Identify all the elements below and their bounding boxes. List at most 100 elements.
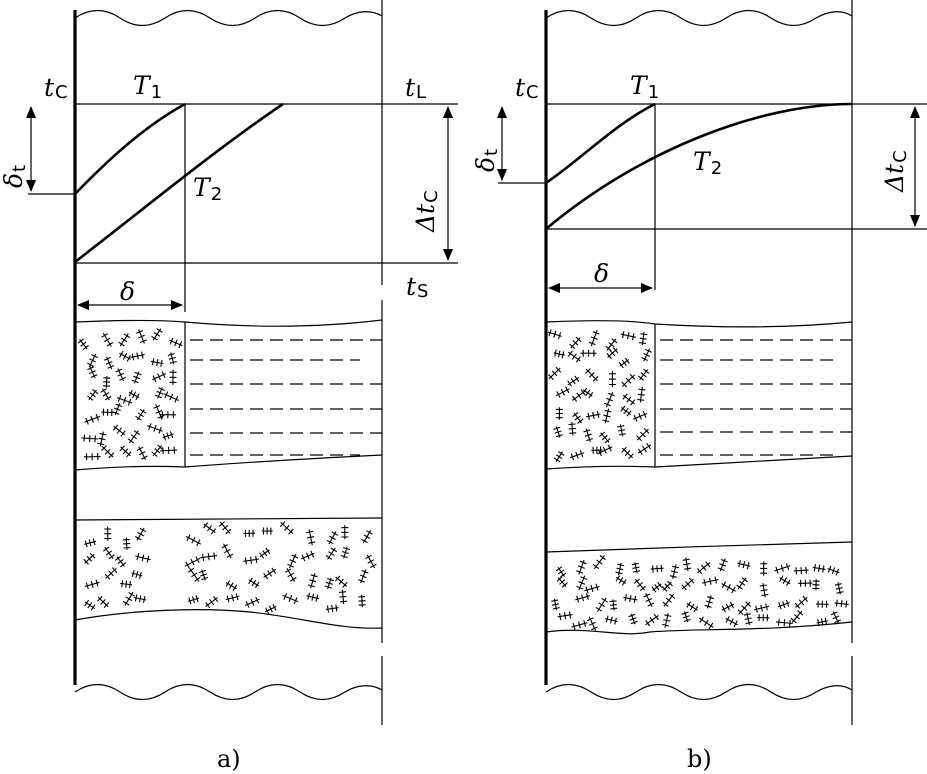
- crystal-grain: [118, 333, 131, 347]
- panel-b-label-delta: δ: [594, 259, 609, 288]
- crystal-grain: [130, 351, 145, 361]
- crystal-grain: [603, 391, 616, 408]
- crystal-grain: [620, 405, 632, 417]
- crystal-grain: [567, 350, 581, 363]
- crystal-grain: [555, 566, 567, 578]
- crystal-grain: [83, 452, 101, 461]
- crystal-grain: [645, 613, 659, 627]
- crystal-grain: [263, 567, 277, 580]
- crystal-grain: [553, 451, 565, 463]
- crystal-grain: [151, 444, 164, 457]
- crystal-grain: [662, 593, 676, 607]
- crystal-grain: [682, 557, 692, 571]
- crystal-grain: [187, 595, 200, 605]
- crystal-grain: [112, 424, 126, 437]
- crystal-grain: [221, 543, 234, 559]
- panel-b-caption: b): [687, 745, 712, 773]
- crystal-grain: [794, 595, 809, 609]
- crystal-grain: [136, 329, 147, 344]
- crystal-grain: [127, 430, 141, 444]
- panel-a-label-tl: tL: [405, 73, 426, 103]
- crystal-grain: [736, 577, 748, 590]
- crystal-grain: [248, 577, 260, 589]
- crystal-grain: [637, 368, 650, 381]
- crystal-grain: [104, 567, 118, 580]
- crystal-grain: [602, 408, 612, 424]
- panel-a-curve-t1: [74, 102, 186, 195]
- crystal-grain: [631, 562, 641, 574]
- crystal-grain: [150, 358, 164, 367]
- crystal-grain: [87, 365, 98, 379]
- crystal-grain: [84, 599, 96, 611]
- crystal-grain: [572, 412, 584, 424]
- crystal-grain: [576, 559, 587, 575]
- crystal-grain: [116, 395, 133, 406]
- crystal-grain: [553, 349, 565, 359]
- crystal-grain: [300, 550, 315, 562]
- crystal-grain: [827, 565, 840, 576]
- crystal-grain: [81, 434, 98, 443]
- crystal-grain: [637, 442, 652, 456]
- crystal-grain: [621, 446, 634, 460]
- crystal-grain: [136, 446, 148, 461]
- crystal-grain: [812, 579, 820, 591]
- crystal-grain: [743, 612, 753, 626]
- crystal-grain: [618, 357, 630, 369]
- crystal-grain: [760, 561, 768, 576]
- crystal-grain: [169, 369, 177, 385]
- crystal-grain: [153, 404, 165, 420]
- crystal-grain: [591, 446, 603, 454]
- crystal-grain: [605, 615, 618, 625]
- crystal-grain: [135, 408, 147, 421]
- crystal-grain: [203, 522, 216, 535]
- panel-a: [26, 0, 458, 725]
- crystal-grain: [606, 347, 619, 359]
- panel-a-label-tc: tC: [44, 73, 68, 103]
- crystal-grain: [608, 371, 616, 388]
- crystal-grain: [261, 527, 273, 535]
- crystal-grain: [97, 431, 107, 447]
- panel-a-lower-band-bottom: [74, 609, 383, 629]
- crystal-grain: [816, 617, 828, 627]
- crystal-grain: [361, 530, 373, 544]
- crystal-grain: [556, 576, 568, 588]
- crystal-grain: [198, 569, 209, 581]
- crystal-grain: [120, 580, 133, 589]
- crystal-grain: [307, 573, 318, 589]
- crystal-grain: [102, 546, 115, 560]
- crystal-grain: [341, 525, 349, 540]
- panel-a-label-delta-t: δt: [0, 165, 30, 188]
- crystal-grain: [637, 386, 646, 403]
- panel-a-liquid-dashes: [190, 339, 382, 456]
- crystal-grain: [83, 552, 96, 565]
- crystal-grain: [282, 592, 299, 605]
- crystal-grain: [686, 601, 699, 613]
- crystal-grain: [584, 583, 600, 594]
- crystal-grain: [628, 613, 638, 625]
- crystal-grain: [84, 538, 97, 548]
- crystal-grain: [557, 611, 573, 620]
- crystal-grain: [681, 577, 695, 591]
- panel-b: [497, 0, 927, 725]
- crystal-grain: [639, 332, 648, 346]
- crystal-grain: [567, 375, 580, 387]
- crystal-grain: [325, 547, 338, 560]
- crystal-grain: [159, 411, 177, 419]
- panel-a-upper-band-top: [74, 319, 383, 327]
- crystal-grain: [793, 566, 809, 575]
- crystal-grain: [759, 583, 769, 598]
- crystal-grain: [358, 594, 366, 608]
- crystal-grain: [576, 575, 588, 591]
- crystal-grain: [167, 352, 177, 365]
- panel-b-label-t1: T1: [630, 71, 659, 103]
- crystal-grain: [325, 604, 339, 613]
- crystal-grain: [131, 569, 143, 579]
- crystal-grain: [84, 579, 100, 590]
- crystal-grain: [812, 564, 826, 573]
- crystal-grain: [284, 568, 297, 582]
- crystal-grain: [128, 389, 140, 401]
- crystal-grain: [244, 596, 260, 608]
- crystal-grain: [279, 521, 294, 535]
- crystal-grain: [592, 555, 606, 570]
- panel-b-label-t2: T2: [693, 147, 722, 179]
